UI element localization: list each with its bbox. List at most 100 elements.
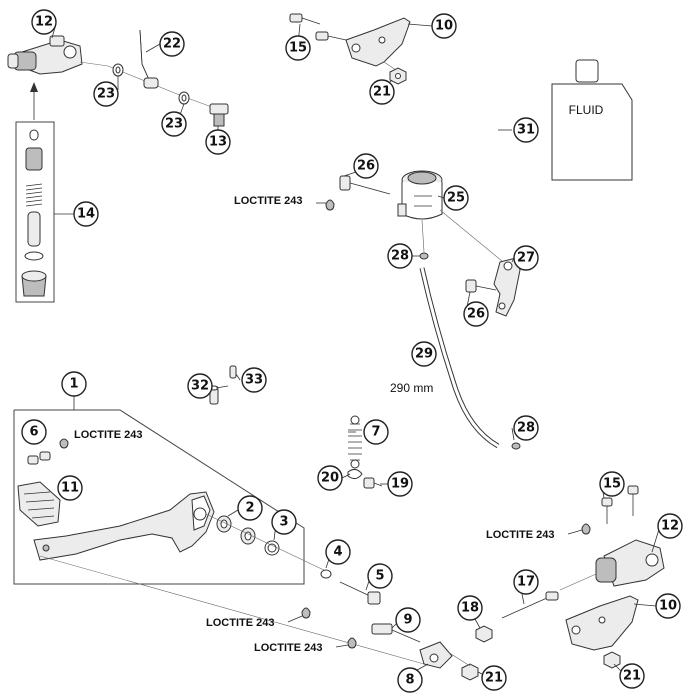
reservoir-25 [397, 170, 443, 220]
callout-19: 19 [387, 471, 413, 497]
svg-text:3: 3 [279, 515, 288, 530]
svg-text:11: 11 [61, 481, 79, 496]
svg-text:15: 15 [289, 41, 307, 56]
fluid-bottle: FLUID [551, 59, 633, 181]
washer-4 [320, 569, 332, 579]
hose-29 [419, 267, 500, 449]
callout-12-bottom: 12 [657, 513, 683, 539]
svg-text:23: 23 [97, 87, 115, 102]
pedal-step-11 [17, 481, 61, 527]
loctite-label-5: LOCTITE 243 [254, 642, 322, 654]
bolts-6 [27, 438, 69, 465]
loctite-drop-1 [325, 199, 335, 211]
callout-26-right: 26 [463, 301, 489, 327]
callout-2: 2 [237, 495, 263, 521]
svg-text:29: 29 [415, 347, 433, 362]
svg-text:8: 8 [405, 673, 414, 688]
callout-23-right: 23 [161, 111, 187, 137]
callout-15-top: 15 [285, 35, 311, 61]
pivot-bolt-5 [339, 581, 381, 605]
bolt-19 [363, 477, 383, 489]
brake-pedal [33, 491, 215, 561]
banjo-bolt-13 [209, 103, 229, 127]
svg-text:7: 7 [371, 425, 380, 440]
circlip-3 [264, 540, 280, 556]
svg-text:21: 21 [623, 669, 641, 684]
callout-17: 17 [513, 569, 539, 595]
clamp-28-top [419, 252, 429, 260]
svg-text:6: 6 [29, 425, 38, 440]
bolts-15-top [289, 13, 347, 41]
svg-text:10: 10 [659, 599, 677, 614]
callout-26-top: 26 [353, 153, 379, 179]
callout-23-left: 23 [93, 81, 119, 107]
svg-text:32: 32 [191, 379, 209, 394]
callout-22: 22 [159, 31, 185, 57]
brake-line-22 [139, 29, 159, 89]
callout-18: 18 [457, 595, 483, 621]
bracket-10-top [345, 17, 411, 67]
callout-33: 33 [241, 367, 267, 393]
svg-text:13: 13 [209, 135, 227, 150]
callout-11: 11 [57, 475, 83, 501]
clevis-8 [419, 641, 453, 669]
nut-21-bottom [461, 663, 479, 681]
callout-21-right: 21 [619, 663, 645, 689]
arrow-up-icon [30, 82, 38, 92]
callout-14: 14 [73, 201, 99, 227]
callout-28-bottom: 28 [513, 415, 539, 441]
callout-21-top: 21 [369, 79, 395, 105]
loctite-drop-4 [301, 607, 311, 619]
callout-12-top: 12 [31, 9, 57, 35]
svg-text:12: 12 [35, 15, 53, 30]
svg-text:28: 28 [517, 421, 535, 436]
bracket-10-bottom [565, 595, 639, 651]
callout-10-top: 10 [431, 13, 457, 39]
callout-29: 29 [411, 341, 437, 367]
reservoir-bolt-26 [339, 175, 391, 195]
hose-length-label: 290 mm [390, 381, 433, 395]
svg-text:14: 14 [77, 207, 95, 222]
svg-text:4: 4 [333, 545, 342, 560]
svg-text:27: 27 [517, 251, 535, 266]
svg-text:23: 23 [165, 117, 183, 132]
master-cylinder-bottom [595, 539, 665, 587]
callout-6: 6 [21, 419, 47, 445]
svg-text:26: 26 [357, 159, 375, 174]
pin-33 [229, 365, 237, 379]
callout-4: 4 [325, 539, 351, 565]
callout-10-bottom: 10 [655, 593, 681, 619]
svg-text:33: 33 [245, 373, 263, 388]
svg-text:26: 26 [467, 307, 485, 322]
pushrod-9 [371, 623, 421, 643]
svg-text:19: 19 [391, 477, 409, 492]
spring-7 [348, 415, 362, 469]
svg-text:12: 12 [661, 519, 679, 534]
callout-25: 25 [443, 185, 469, 211]
svg-text:21: 21 [485, 671, 503, 686]
callout-15-bottom: 15 [599, 471, 625, 497]
callout-27: 27 [513, 245, 539, 271]
svg-text:17: 17 [517, 575, 535, 590]
svg-text:28: 28 [391, 249, 409, 264]
seal-kit-frame [15, 121, 55, 303]
callout-8: 8 [397, 667, 423, 693]
callout-13: 13 [205, 129, 231, 155]
seal-kit-parts [21, 129, 47, 297]
loctite-drop-5 [347, 637, 357, 649]
washer-23a [112, 63, 124, 77]
bracket-27 [493, 257, 521, 317]
svg-text:10: 10 [435, 19, 453, 34]
nut-18 [475, 625, 493, 643]
svg-text:1: 1 [69, 377, 78, 392]
nut-21-right [603, 651, 621, 669]
loctite-drop-3 [581, 523, 591, 535]
bolts-15-bottom [601, 485, 639, 524]
svg-text:15: 15 [603, 477, 621, 492]
svg-text:20: 20 [321, 471, 339, 486]
washer-23b [178, 91, 190, 105]
callout-5: 5 [367, 563, 393, 589]
svg-text:31: 31 [517, 123, 535, 138]
clamp-28-bottom [511, 442, 521, 450]
